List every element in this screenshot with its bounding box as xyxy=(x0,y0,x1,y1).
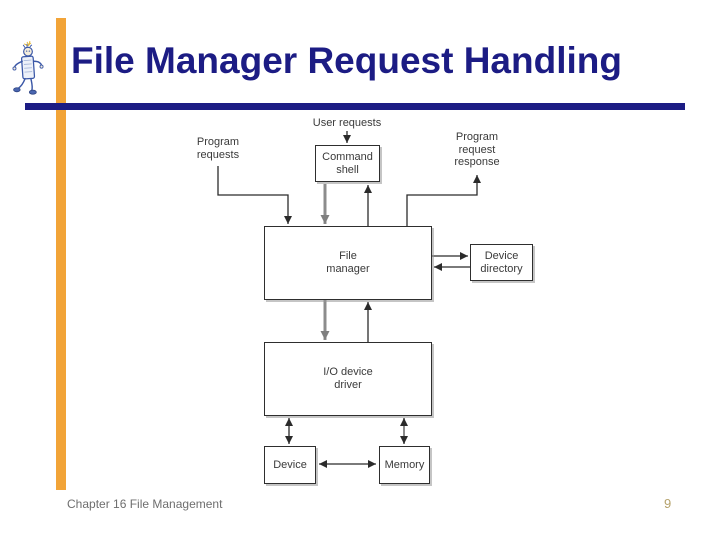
box-file-manager-label: File manager xyxy=(326,250,370,275)
box-memory: Memory xyxy=(379,446,430,484)
box-memory-label: Memory xyxy=(384,458,425,471)
box-device-directory: Device directory xyxy=(470,244,533,281)
slide-title: File Manager Request Handling xyxy=(71,40,622,81)
footer-page-number: 9 xyxy=(664,496,672,511)
dancing-figure-logo-icon xyxy=(12,40,44,95)
label-program-request-response: Program request response xyxy=(454,131,500,168)
title-rule xyxy=(25,103,685,110)
box-device-directory-label: Device directory xyxy=(480,249,523,275)
box-device-label: Device xyxy=(273,458,307,471)
label-program-requests: Program requests xyxy=(196,136,240,161)
box-file-manager: File manager xyxy=(264,226,432,300)
box-command-shell-label: Command shell xyxy=(322,150,373,176)
footer-chapter-text: Chapter 16 File Management xyxy=(67,497,223,511)
box-io-device-driver: I/O device driver xyxy=(264,342,432,416)
box-device: Device xyxy=(264,446,316,484)
box-io-device-driver-label: I/O device driver xyxy=(323,366,373,391)
accent-bar xyxy=(56,18,66,490)
label-user-requests: User requests xyxy=(312,117,382,129)
box-command-shell: Command shell xyxy=(315,145,380,182)
